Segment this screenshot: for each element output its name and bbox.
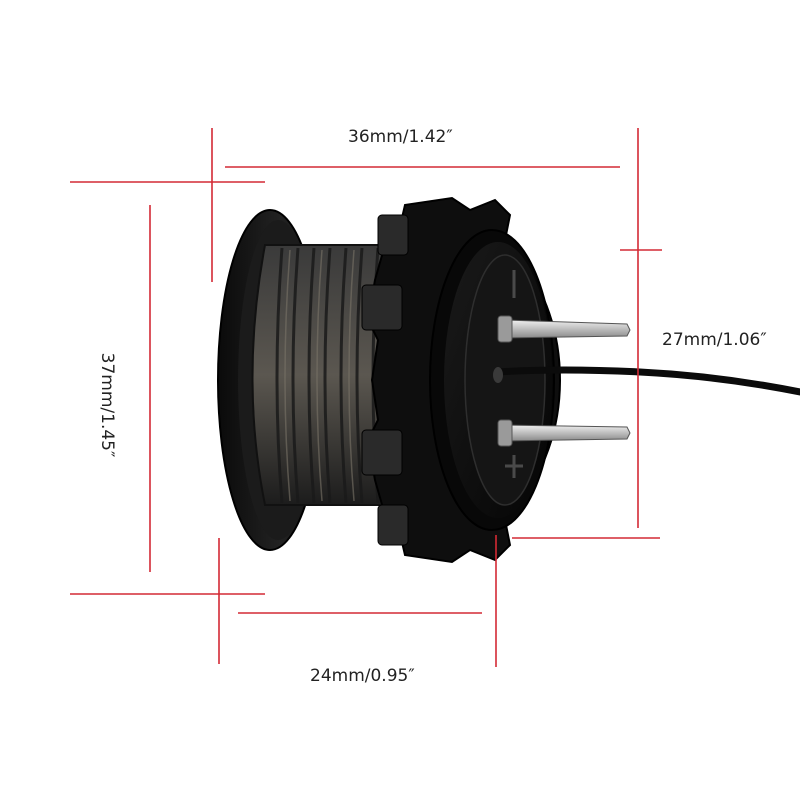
dimension-lines (70, 128, 662, 667)
dc-socket-icon (217, 196, 800, 564)
face-diameter-dimension-label: 27mm/1.06″ (662, 330, 767, 350)
depth-dimension-label: 24mm/0.95″ (310, 666, 415, 686)
spade-terminal-icon (497, 315, 631, 447)
width-dimension-label: 36mm/1.42″ (348, 127, 453, 147)
height-dimension-label: 37mm/1.45″ (97, 352, 117, 458)
